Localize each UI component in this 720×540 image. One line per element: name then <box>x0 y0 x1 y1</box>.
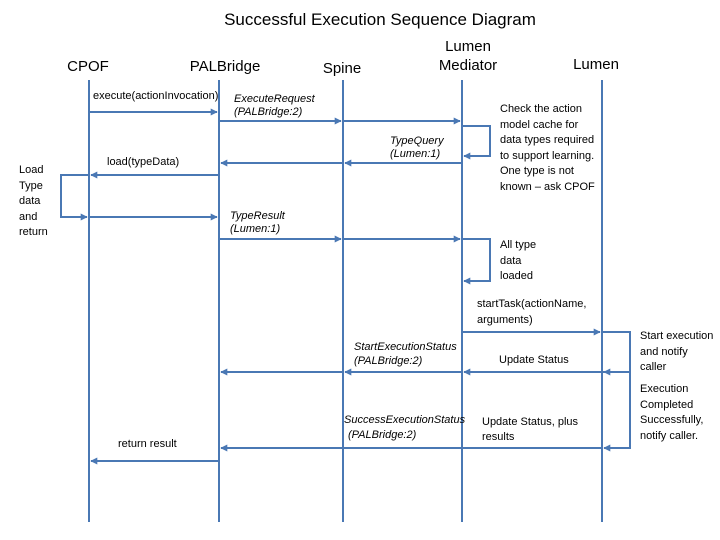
msg-type-query-sub: (Lumen:1) <box>390 148 441 160</box>
msg-type-result-sub: (Lumen:1) <box>230 223 281 235</box>
arrow-self-cache-check <box>462 125 491 160</box>
arrow-self-all-type <box>462 238 491 285</box>
arrow-self-start-exec <box>602 331 631 376</box>
msg-execute-request: ExecuteRequest <box>234 93 315 105</box>
arrow-return-result <box>90 448 220 465</box>
msg-start-status-sub: (PALBridge:2) <box>354 355 423 367</box>
msg-start-task-2: arguments) <box>477 314 533 326</box>
msg-start-status: StartExecutionStatus <box>354 341 457 353</box>
actor-spine: Spine <box>322 60 362 77</box>
note-all-type: All type data loaded <box>500 239 537 282</box>
msg-type-query: TypeQuery <box>390 135 444 147</box>
actor-palbridge: PALBridge <box>189 58 261 75</box>
msg-update-status-plus-1: Update Status, plus <box>482 416 579 428</box>
diagram-title: Successful Execution Sequence Diagram <box>224 10 536 29</box>
actor-lumen-mediator: Lumen Mediator <box>438 38 498 74</box>
msg-execute-request-sub: (PALBridge:2) <box>234 106 303 118</box>
note-load-type: Load Type data and return <box>19 164 48 238</box>
note-completed: Execution Completed Successfully, notify… <box>640 383 704 442</box>
msg-success-status: SuccessExecutionStatus <box>344 414 466 426</box>
msg-load: load(typeData) <box>107 156 180 168</box>
msg-success-status-sub: (PALBridge:2) <box>348 429 417 441</box>
note-cache-check: Check the action model cache for data ty… <box>500 103 595 193</box>
actor-cpof: CPOF <box>67 58 109 75</box>
msg-type-result: TypeResult <box>230 210 285 222</box>
msg-update-status: Update Status <box>499 354 569 366</box>
actor-lumen: Lumen <box>573 56 619 73</box>
msg-update-status-plus-2: results <box>482 431 515 443</box>
msg-return-result: return result <box>118 438 177 450</box>
note-start-exec: Start execution and notify caller <box>640 330 714 373</box>
arrow-self-load-type <box>60 174 89 221</box>
msg-execute: execute(actionInvocation) <box>93 90 219 102</box>
arrow-self-completed <box>602 371 631 452</box>
msg-start-task-1: startTask(actionName, <box>477 298 587 310</box>
